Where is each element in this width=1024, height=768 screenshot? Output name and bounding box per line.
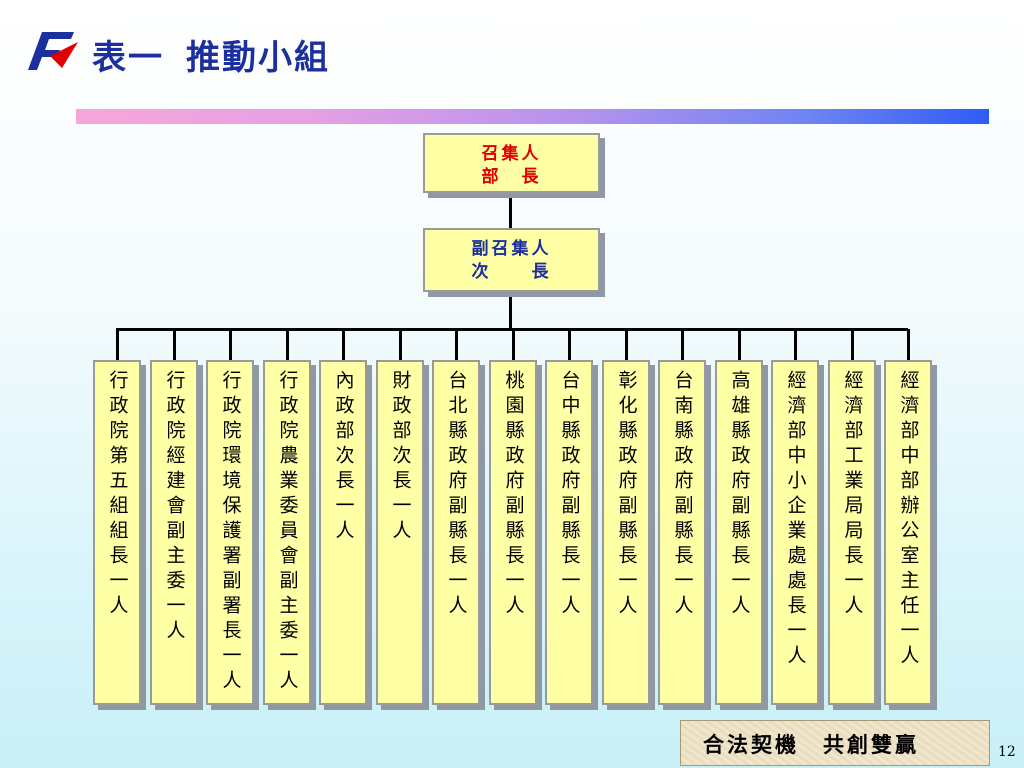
title-part-2: 推動小組 xyxy=(186,38,330,78)
member-box: 經濟部中小企業處處長一人 xyxy=(771,360,819,705)
member-label: 經濟部工業局局長一人 xyxy=(841,370,864,620)
connector-drop xyxy=(512,329,515,361)
convener-role: 召集人 xyxy=(481,144,542,164)
deputy-convener-box: 副召集人 次 長 xyxy=(423,228,600,292)
member-label: 行政院環境保護署副署長一人 xyxy=(219,370,242,695)
connector-convener-deputy xyxy=(509,193,512,231)
company-logo-icon xyxy=(26,30,80,72)
member-label: 台南縣政府副縣長一人 xyxy=(671,370,694,620)
connector-drop xyxy=(229,329,232,361)
member-label: 行政院第五組組長一人 xyxy=(106,370,129,620)
member-box: 高雄縣政府副縣長一人 xyxy=(715,360,763,705)
member-box: 台北縣政府副縣長一人 xyxy=(432,360,480,705)
page-title: 表一推動小組 xyxy=(92,30,330,79)
gradient-divider xyxy=(76,109,989,124)
deputy-role: 副召集人 xyxy=(471,239,552,259)
convener-title: 部 長 xyxy=(481,167,542,187)
member-label: 經濟部中小企業處處長一人 xyxy=(784,370,807,670)
member-box: 桃園縣政府副縣長一人 xyxy=(489,360,537,705)
connector-drop xyxy=(738,329,741,361)
member-box: 行政院經建會副主委一人 xyxy=(150,360,198,705)
member-label: 內政部次長一人 xyxy=(332,370,355,545)
connector-drop xyxy=(625,329,628,361)
connector-deputy-trunk xyxy=(509,296,512,330)
connector-drop xyxy=(455,329,458,361)
member-box: 行政院第五組組長一人 xyxy=(93,360,141,705)
connector-drop xyxy=(342,329,345,361)
member-label: 高雄縣政府副縣長一人 xyxy=(728,370,751,620)
connector-drop xyxy=(907,329,910,361)
connector-drop xyxy=(794,329,797,361)
connector-drop xyxy=(399,329,402,361)
connector-drop xyxy=(286,329,289,361)
member-box: 行政院農業委員會副主委一人 xyxy=(263,360,311,705)
convener-box: 召集人 部 長 xyxy=(423,133,600,193)
connector-drop xyxy=(681,329,684,361)
member-box: 內政部次長一人 xyxy=(319,360,367,705)
member-label: 桃園縣政府副縣長一人 xyxy=(502,370,525,620)
connector-drop xyxy=(851,329,854,361)
connector-drop xyxy=(116,329,119,361)
member-label: 經濟部中部辦公室主任一人 xyxy=(897,370,920,670)
deputy-title: 次 長 xyxy=(471,262,552,282)
footer-banner: 合法契機 共創雙贏 xyxy=(680,720,990,766)
title-part-1: 表一 xyxy=(92,38,164,78)
member-label: 台中縣政府副縣長一人 xyxy=(558,370,581,620)
member-box: 經濟部工業局局長一人 xyxy=(828,360,876,705)
connector-drop xyxy=(568,329,571,361)
member-label: 財政部次長一人 xyxy=(389,370,412,545)
member-box: 台南縣政府副縣長一人 xyxy=(658,360,706,705)
member-box: 財政部次長一人 xyxy=(376,360,424,705)
member-label: 彰化縣政府副縣長一人 xyxy=(615,370,638,620)
member-label: 行政院經建會副主委一人 xyxy=(163,370,186,645)
member-label: 行政院農業委員會副主委一人 xyxy=(276,370,299,695)
member-box: 經濟部中部辦公室主任一人 xyxy=(884,360,932,705)
member-box: 行政院環境保護署副署長一人 xyxy=(206,360,254,705)
member-label: 台北縣政府副縣長一人 xyxy=(445,370,468,620)
page-number: 12 xyxy=(998,744,1016,760)
footer-slogan: 合法契機 共創雙贏 xyxy=(703,732,919,757)
member-box: 彰化縣政府副縣長一人 xyxy=(602,360,650,705)
member-box: 台中縣政府副縣長一人 xyxy=(545,360,593,705)
connector-drop xyxy=(173,329,176,361)
